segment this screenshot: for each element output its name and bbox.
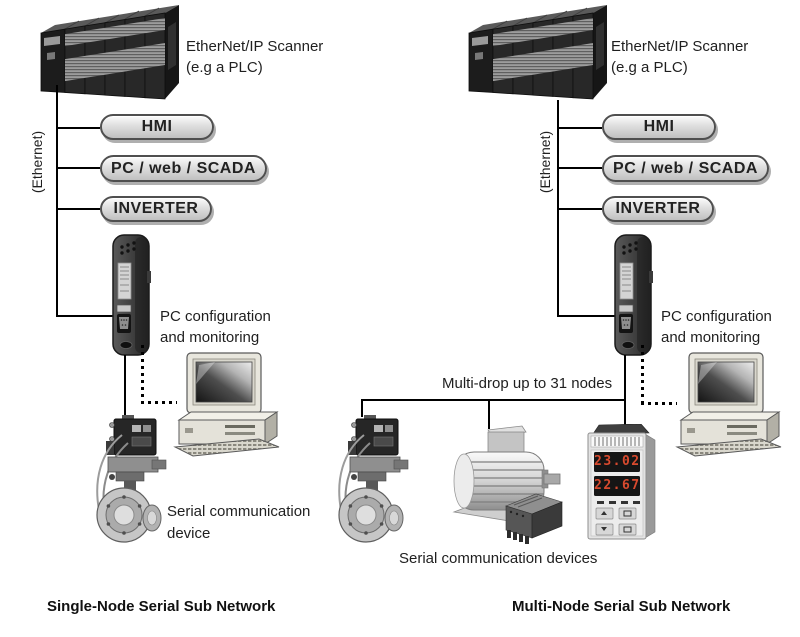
single-node-caption: Single-Node Serial Sub Network (47, 598, 276, 615)
gateway-feed-line (557, 315, 619, 317)
multidrop-label: Multi-drop up to 31 nodes (442, 375, 613, 392)
pc-config-label: PC configuration and monitoring (661, 306, 772, 348)
ethernet-backbone-line (56, 85, 58, 317)
gateway-feed-line (56, 315, 117, 317)
scanner-label-line1: EtherNet/IP Scanner (186, 38, 324, 55)
gateway-to-valve-line (124, 355, 126, 417)
multi-node-caption: Multi-Node Serial Sub Network (512, 598, 731, 615)
panel-meter-display-row1: 23.02 (594, 454, 641, 469)
pc-config-label: PC configuration and monitoring (160, 306, 271, 348)
scanner-label-line2: (e.g a PLC) (186, 59, 263, 76)
pc-web-scada-node: PC / web / SCADA (602, 155, 769, 182)
serial-device-label-line1: Serial communication (167, 503, 311, 520)
serial-devices-label: Serial communication devices (399, 550, 598, 567)
gateway-drop-line (624, 355, 626, 426)
gateway-to-pc-dotted-vertical (141, 345, 144, 403)
pc-config-label-line2: and monitoring (661, 329, 761, 346)
pc-config-label-line1: PC configuration (661, 308, 772, 325)
gateway-to-pc-dotted-vertical (641, 345, 644, 403)
inverter-stub-line (557, 208, 602, 210)
scada-stub-line (56, 167, 100, 169)
serial-device-label-line2: device (167, 525, 211, 542)
pc-config-label-line1: PC configuration (160, 308, 271, 325)
scanner-label-line2: (e.g a PLC) (611, 59, 688, 76)
inverter-stub-line (56, 208, 100, 210)
gateway-to-pc-dotted-horizontal (141, 401, 177, 404)
motor-drop-line (488, 399, 490, 429)
hmi-node: HMI (602, 114, 716, 140)
multidrop-bus-line (361, 399, 626, 401)
config-pc-illustration (675, 352, 790, 457)
single-node-diagram: EtherNet/IP Scanner (e.g a PLC) (Etherne… (29, 0, 323, 615)
inverter-node: INVERTER (100, 196, 212, 222)
ethernet-label: (Ethernet) (537, 130, 553, 194)
valve-drop-line (361, 399, 363, 417)
gateway-to-pc-dotted-horizontal (641, 402, 677, 405)
valve-illustration (330, 415, 410, 545)
gateway-illustration (609, 233, 657, 357)
plc-rack-illustration (463, 3, 613, 103)
panel-meter-display-row2: 22.67 (594, 478, 641, 493)
serial-device-label: Serial communication device (167, 501, 310, 545)
scanner-label: EtherNet/IP Scanner (e.g a PLC) (186, 36, 323, 78)
hmi-stub-line (557, 127, 602, 129)
hmi-stub-line (56, 127, 100, 129)
pc-web-scada-node: PC / web / SCADA (100, 155, 267, 182)
motor-illustration (448, 420, 568, 546)
scada-stub-line (557, 167, 602, 169)
pc-config-label-line2: and monitoring (160, 329, 260, 346)
scanner-label-line1: EtherNet/IP Scanner (611, 38, 749, 55)
hmi-node: HMI (100, 114, 214, 140)
inverter-node: INVERTER (602, 196, 714, 222)
scanner-label: EtherNet/IP Scanner (e.g a PLC) (611, 36, 748, 78)
